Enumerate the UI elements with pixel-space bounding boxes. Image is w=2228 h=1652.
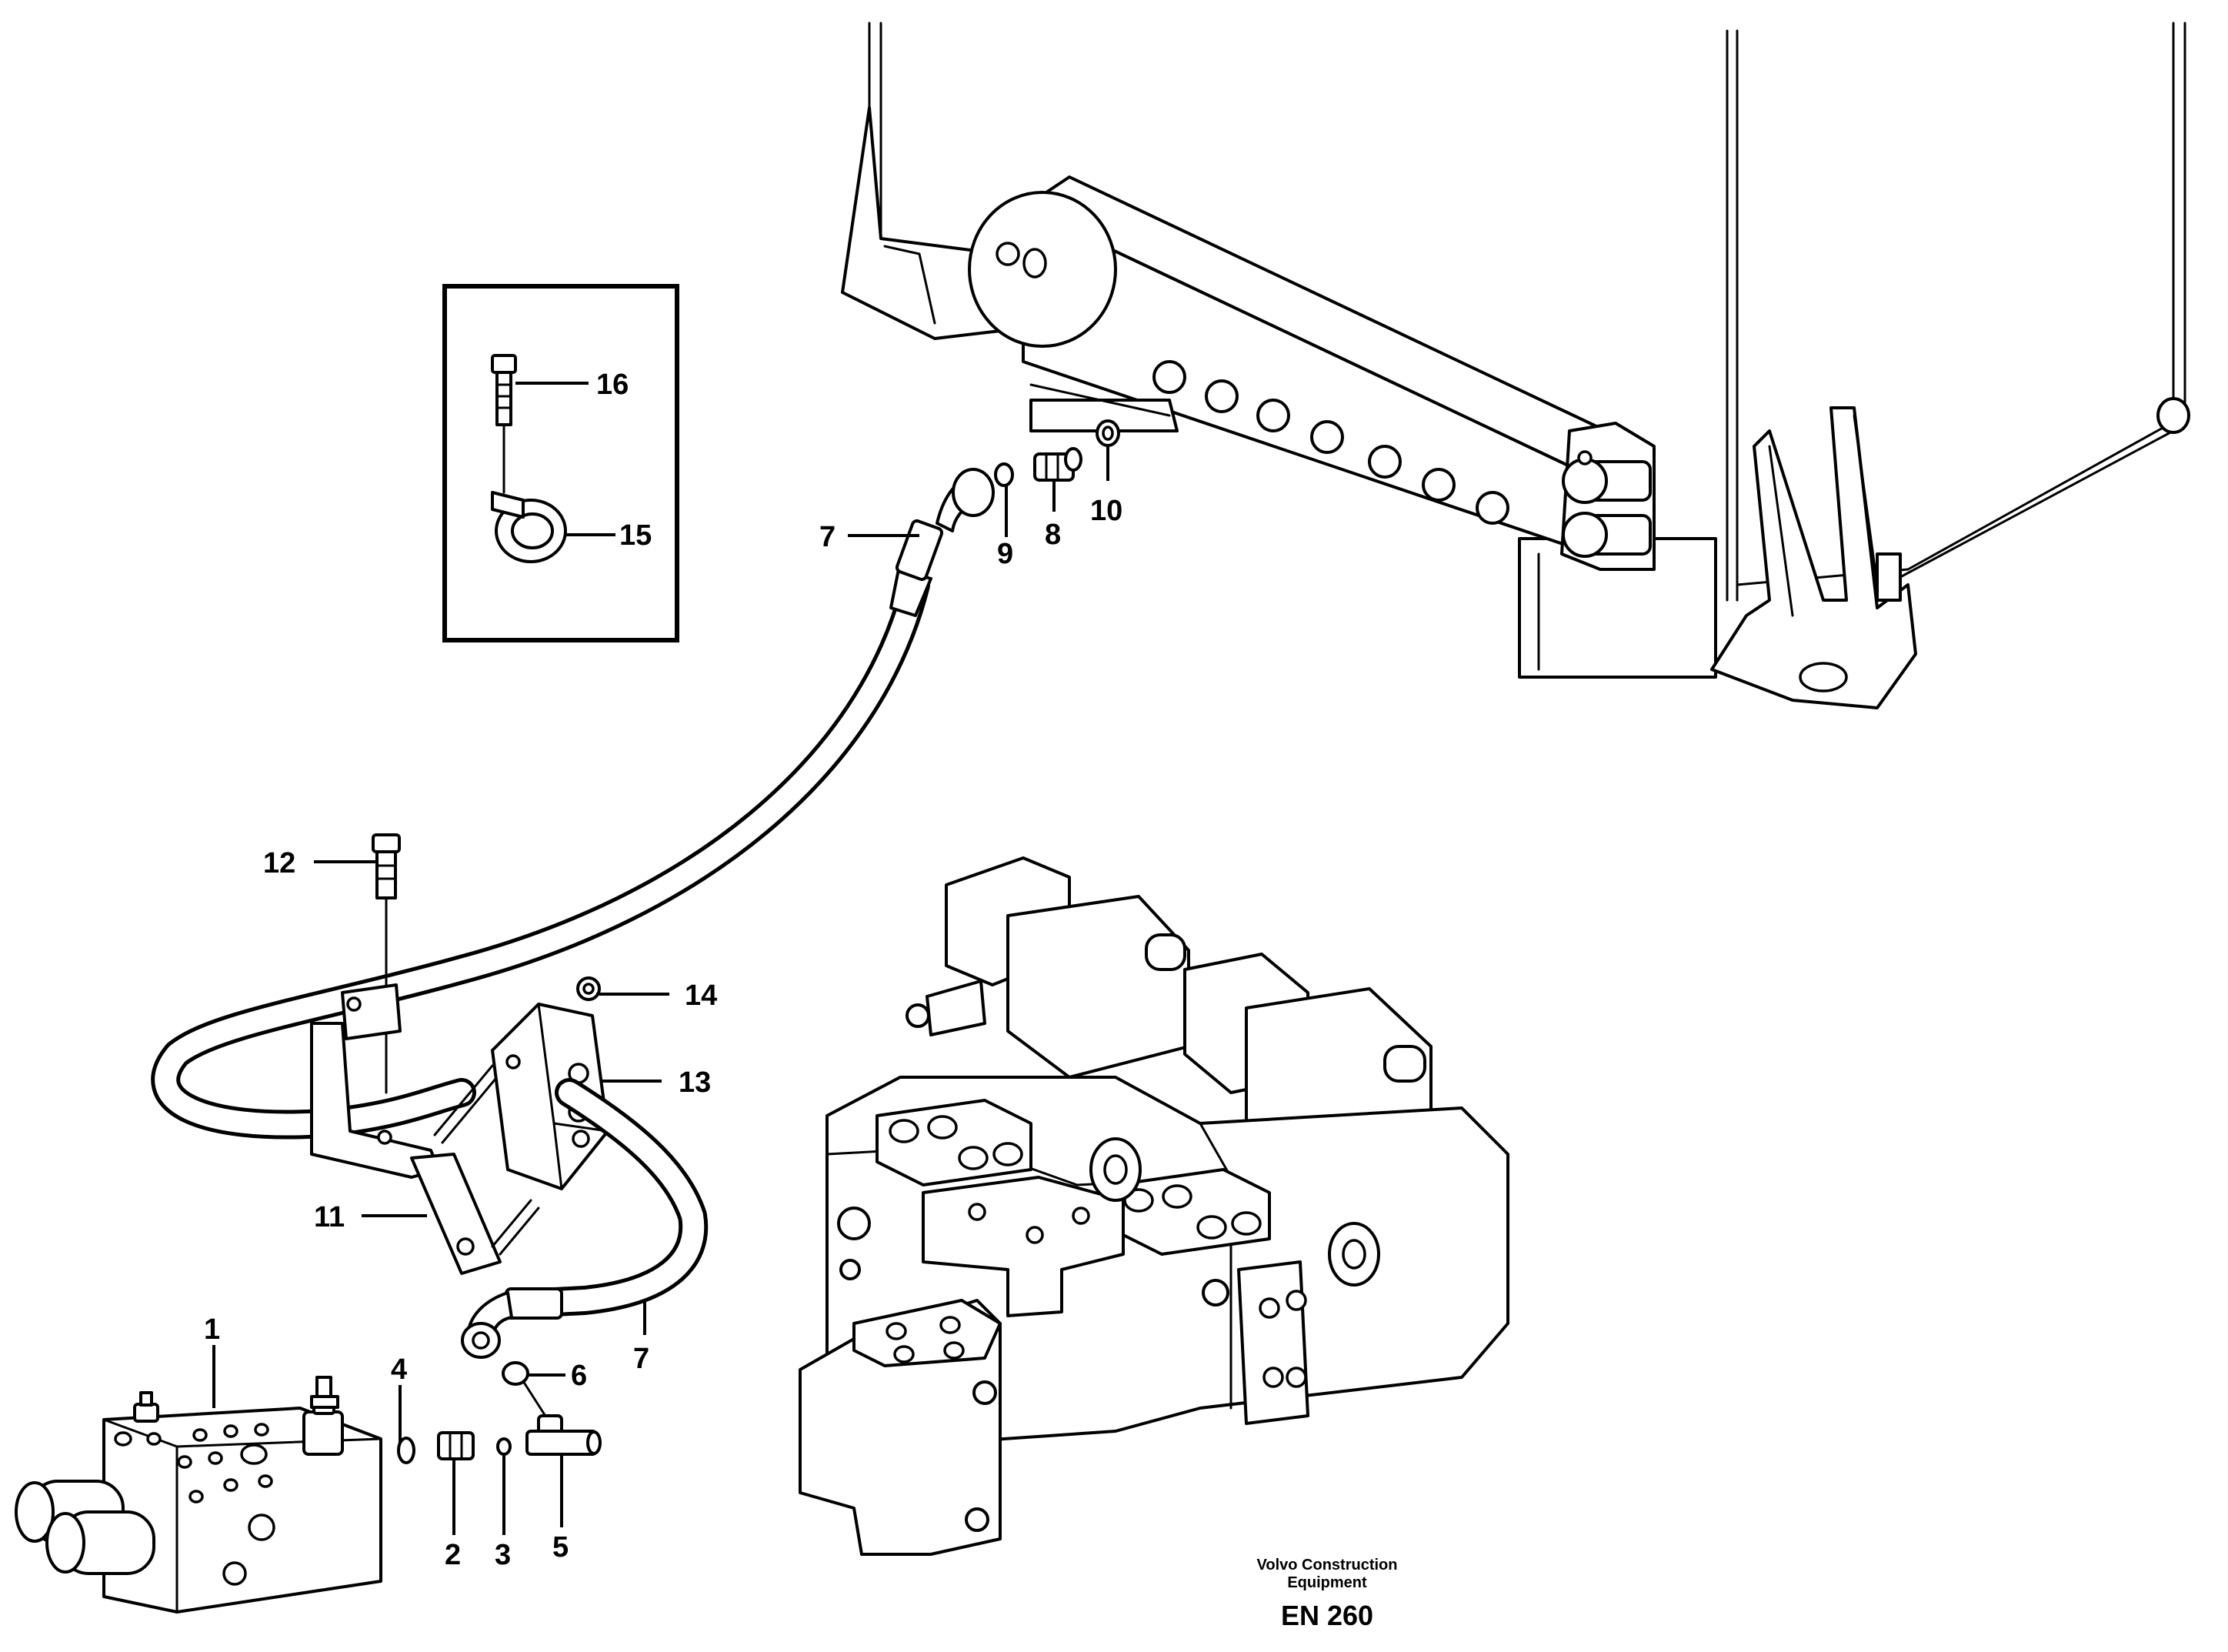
- callout-9: 9: [997, 538, 1013, 570]
- callout-12: 12: [263, 847, 295, 879]
- hydraulic-tank: [841, 22, 2190, 709]
- lower-fittings: [397, 1361, 602, 1464]
- callout-4: 4: [391, 1353, 407, 1386]
- callout-13: 13: [679, 1066, 711, 1099]
- footer: Volvo Construction Equipment EN 260: [1257, 1557, 1398, 1631]
- callout-2: 2: [445, 1539, 461, 1571]
- callout-5: 5: [552, 1531, 569, 1564]
- callout-3: 3: [495, 1539, 511, 1571]
- main-control-valve: [799, 856, 1509, 1556]
- callout-11: 11: [314, 1201, 345, 1233]
- adapter-group: [994, 419, 1120, 487]
- bolt-16-icon: [491, 354, 517, 494]
- tank-manifold-tube: [968, 175, 1656, 571]
- diagram-code: EN 260: [1281, 1600, 1373, 1631]
- clamp-15-icon: [491, 491, 567, 563]
- callout-8: 8: [1045, 519, 1061, 551]
- callout-14: 14: [685, 980, 717, 1012]
- bracket-assembly: [310, 833, 609, 1275]
- callout-6: 6: [571, 1360, 587, 1392]
- callout-15: 15: [619, 519, 652, 552]
- leader-lines: [212, 382, 1109, 1535]
- detail-inset: [442, 284, 679, 642]
- hose-lower: [461, 1078, 709, 1359]
- callout-1: 1: [204, 1313, 220, 1346]
- valve-block: [15, 1376, 382, 1614]
- callout-labels: 16 15 7 9 8 10 12 14 13 11 1 4 6 7 2 3 5: [204, 369, 1122, 1571]
- callout-7-lower: 7: [633, 1343, 649, 1375]
- brand-line-1: Volvo Construction: [1257, 1557, 1398, 1574]
- callout-10: 10: [1090, 495, 1122, 527]
- callout-7-upper: 7: [819, 521, 836, 553]
- brand-line-2: Equipment: [1287, 1574, 1367, 1591]
- callout-16: 16: [596, 369, 629, 401]
